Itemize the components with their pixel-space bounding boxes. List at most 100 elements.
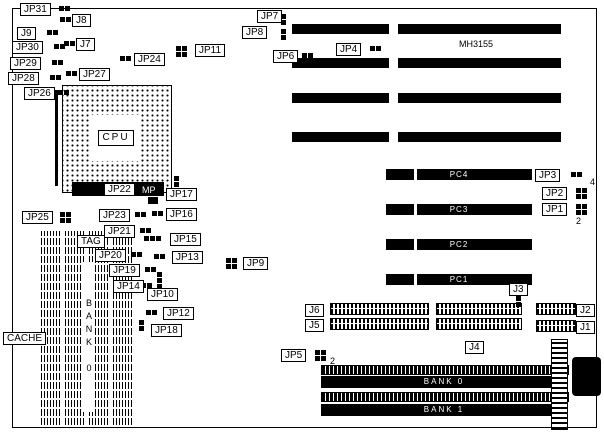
text-2: 2 (576, 216, 582, 226)
label-jp17: JP17 (166, 188, 197, 201)
pins-jp13-icon (154, 254, 165, 259)
pins-jp11-icon (176, 46, 187, 57)
label-j1: J1 (576, 321, 595, 334)
cpu-label: CPU (98, 130, 134, 146)
label-jp21: JP21 (104, 225, 135, 238)
isa-slot-4-short (292, 132, 389, 142)
label-jp15: JP15 (170, 233, 201, 246)
connector-j1 (536, 320, 576, 332)
isa-slot-3-long (398, 93, 561, 103)
pins-jp6-icon (302, 53, 313, 58)
pins-jp31-icon (59, 6, 70, 11)
label-jp10: JP10 (147, 288, 178, 301)
label-tag: TAG (77, 235, 105, 248)
voltage-regulator (148, 197, 158, 204)
pci-slot-pc3: PC3 (386, 204, 532, 215)
cache-bank-vertical-label: BANK 0 (83, 262, 95, 412)
pins-jp2-icon (576, 188, 587, 199)
pins-jp10-icon (157, 272, 162, 289)
label-j9: J9 (17, 27, 36, 40)
simm-bank-1: BANK 1 (321, 404, 567, 416)
simm-socket-1 (321, 365, 569, 375)
label-j6: J6 (305, 304, 324, 317)
text-mp: MP (142, 185, 156, 195)
pins-jp3-icon (571, 172, 582, 177)
power-connector (551, 339, 568, 430)
pci-key-notch (414, 239, 417, 250)
pci-key-notch (414, 169, 417, 180)
pins-jp25-icon (60, 212, 71, 223)
label-jp1: JP1 (542, 203, 568, 216)
pins-jp15-icon (144, 236, 161, 241)
label-jp27: JP27 (79, 68, 110, 81)
pins-jp20-icon (131, 252, 142, 257)
pins-jp1-icon (576, 204, 587, 215)
isa-slot-2-long (398, 58, 561, 68)
label-jp7: JP7 (257, 10, 283, 23)
label-jp2: JP2 (542, 187, 568, 200)
isa-slot-3-short (292, 93, 389, 103)
connector-j5 (330, 318, 429, 330)
label-jp29: JP29 (10, 57, 41, 70)
pins-jp9-icon (226, 258, 237, 269)
label-jp25: JP25 (22, 211, 53, 224)
text-mh3155: MH3155 (459, 39, 494, 49)
pins-j7-icon (64, 41, 75, 46)
label-jp13: JP13 (172, 251, 203, 264)
label-jp12: JP12 (163, 307, 194, 320)
label-jp31: JP31 (20, 3, 51, 16)
pins-jp4-icon (370, 46, 381, 51)
label-jp9: JP9 (243, 257, 269, 270)
label-jp5: JP5 (281, 349, 307, 362)
isa-slot-1-short (292, 24, 389, 34)
label-jp4: JP4 (336, 43, 362, 56)
keyboard-connector (572, 357, 601, 396)
connector-j4 (436, 318, 522, 330)
label-jp24: JP24 (134, 53, 165, 66)
connector-j2 (536, 303, 576, 315)
label-jp8: JP8 (242, 26, 268, 39)
label-jp14: JP14 (113, 280, 144, 293)
pins-jp28-icon (50, 75, 61, 80)
isa-slot-2-short (292, 58, 389, 68)
label-jp26: JP26 (24, 87, 55, 100)
isa-slot-4-long (398, 132, 561, 142)
connector-j6 (330, 303, 429, 315)
pci-key-notch (414, 204, 417, 215)
pins-jp17-icon (174, 176, 179, 187)
pci-key-notch (414, 274, 417, 285)
pins-j8-icon (60, 17, 71, 22)
label-jp28: JP28 (8, 72, 39, 85)
isa-slot-1-long (398, 24, 561, 34)
connector-j6b (436, 303, 522, 315)
pci-slot-pc4: PC4 (386, 169, 532, 180)
pins-jp16-icon (152, 211, 163, 216)
cpu-socket-lever (55, 90, 58, 186)
label-jp16: JP16 (166, 208, 197, 221)
label-jp19: JP19 (109, 264, 140, 277)
pins-jp27-icon (66, 71, 77, 76)
pins-jp26-icon (58, 90, 69, 95)
text-4: 4 (590, 177, 596, 187)
label-j7: J7 (76, 38, 95, 51)
pci-slot-pc2: PC2 (386, 239, 532, 250)
pins-jp7-icon (281, 14, 286, 25)
pins-jp5-icon (315, 350, 326, 361)
label-cache: CACHE (3, 332, 47, 345)
label-jp20: JP20 (95, 249, 126, 262)
pins-jp19-icon (145, 267, 156, 272)
text-2: 2 (330, 356, 336, 366)
label-j8: J8 (72, 14, 91, 27)
label-jp3: JP3 (535, 169, 561, 182)
simm-socket-2 (321, 392, 569, 402)
pins-jp29-icon (52, 60, 63, 65)
cpu-socket-center: CPU (91, 115, 141, 161)
label-j3: J3 (509, 283, 528, 296)
pins-jp18-icon (139, 320, 144, 331)
pins-jp30-icon (54, 44, 65, 49)
label-j4: J4 (465, 341, 484, 354)
label-jp18: JP18 (151, 324, 182, 337)
label-jp23: JP23 (99, 209, 130, 222)
pins-jp24-icon (120, 56, 131, 61)
